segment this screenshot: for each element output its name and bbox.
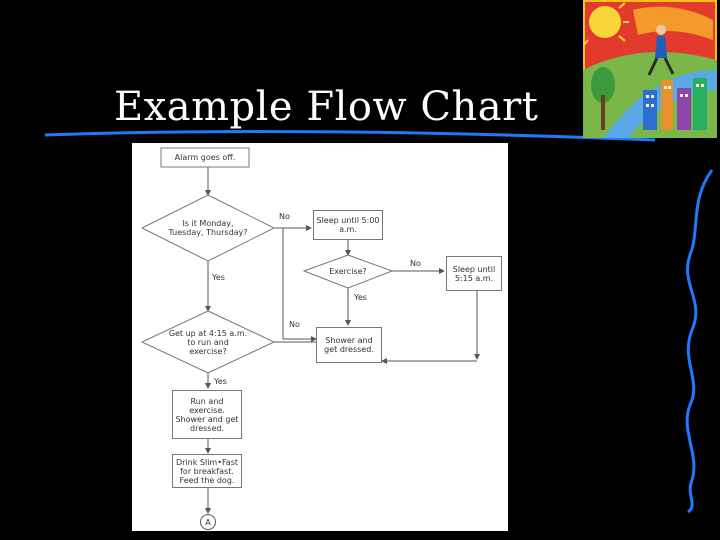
decision-early-run-no-label: No xyxy=(289,320,300,329)
sleep-until-500-box: Sleep until 5:00 a.m. xyxy=(313,210,383,240)
shower-dressed-box: Shower and get dressed. xyxy=(316,327,382,363)
decision-exercise-yes-label: Yes xyxy=(354,293,367,302)
flowchart: Alarm goes off. Is it Monday, Tuesday, T… xyxy=(132,143,508,531)
flowchart-connectors xyxy=(140,147,480,514)
decision-weekday-text: Is it Monday, Tuesday, Thursday? xyxy=(168,219,248,237)
slide-title: Example Flow Chart xyxy=(114,84,539,130)
decision-exercise-no-label: No xyxy=(410,259,421,268)
decision-early-run-text: Get up at 4:15 a.m. to run and exercise? xyxy=(168,328,248,356)
right-wavy-line xyxy=(685,169,714,514)
sleep-until-515-box: Sleep until 5:15 a.m. xyxy=(446,256,502,291)
decision-weekday-no-label: No xyxy=(279,212,290,221)
run-exercise-box: Run and exercise. Shower and get dressed… xyxy=(172,390,242,439)
walking-person-city-clipart xyxy=(583,0,717,138)
breakfast-box: Drink Slim•Fast for breakfast. Feed the … xyxy=(172,454,242,488)
decision-weekday-yes-label: Yes xyxy=(212,273,225,282)
decision-exercise-text: Exercise? xyxy=(329,266,367,276)
start-box: Alarm goes off. xyxy=(174,153,236,162)
connector-a: A xyxy=(200,514,216,530)
decision-early-run-yes-label: Yes xyxy=(214,377,227,386)
